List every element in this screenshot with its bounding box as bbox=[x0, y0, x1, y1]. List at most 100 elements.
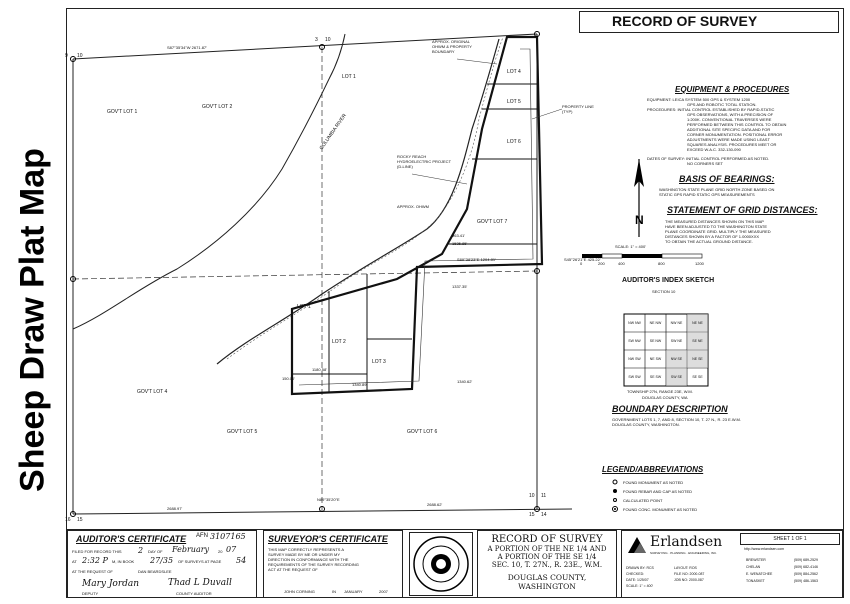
auditor-role: COUNTY AUDITOR bbox=[176, 591, 212, 596]
bearings-heading: BASIS OF BEARINGS: bbox=[679, 174, 775, 184]
company-tag: SURVEYING · PLANNING · ENGINEERING, INC. bbox=[650, 551, 717, 555]
lot-label: LOT 2 bbox=[332, 339, 346, 345]
index-cell: NE NE bbox=[692, 321, 703, 325]
boundary-heading: BOUNDARY DESCRIPTION bbox=[612, 404, 728, 414]
legend-item: FOUND MONUMENT AS NOTED bbox=[623, 480, 684, 485]
grid-line: TO OBTAIN THE ACTUAL GROUND DISTANCE. bbox=[665, 239, 753, 244]
dimension-label: 1535.85' bbox=[452, 241, 468, 246]
plat-sheet: N GOV'T LOT 1 bbox=[65, 8, 844, 598]
corner-number: 14 bbox=[541, 512, 547, 518]
scale-tick: 400 bbox=[618, 261, 625, 266]
equipment-line: PERFORMED BETWEEN THIS CONTROL TO OBTAIN bbox=[687, 122, 787, 127]
filed-page: 54 bbox=[236, 556, 247, 565]
lot-label: LOT 1 bbox=[297, 304, 311, 310]
surveyor-line: REQUIREMENTS OF THE SURVEY RECORDING bbox=[268, 562, 359, 567]
corner-number: 15 bbox=[529, 512, 535, 518]
grid-line: PLANE COORDINATE GRID. MULTIPLY THE MEAS… bbox=[665, 229, 771, 234]
monument-w-quarter bbox=[70, 276, 76, 282]
equipment-heading: EQUIPMENT & PROCEDURES bbox=[675, 85, 790, 94]
grid-text: THE MEASURED DISTANCES SHOWN ON THIS MAP… bbox=[665, 219, 840, 244]
leader-ohwm bbox=[456, 58, 498, 65]
tb-line: A PORTION OF THE NE 1/4 AND bbox=[487, 545, 607, 553]
surveyor-line: THIS MAP CORRECTLY REPRESENTS A bbox=[268, 547, 345, 552]
grid-line: THE MEASURED DISTANCES SHOWN ON THIS MAP bbox=[665, 219, 764, 224]
corner-number: 9 bbox=[65, 53, 68, 59]
approx-ohwm-label: APPROX. OHWM bbox=[397, 204, 430, 209]
deputy-signature: Mary Jordan bbox=[82, 579, 140, 589]
index-cell: NW NW bbox=[628, 321, 641, 325]
surveyor-line: SURVEY MADE BY ME OR UNDER MY bbox=[268, 552, 341, 557]
corner-number: 11 bbox=[541, 493, 547, 499]
rocky-reach-label: ROCKY REACH HYDROELECTRIC PROJECT (D-LIN… bbox=[397, 154, 451, 169]
office-phone: (509) 486-1563 bbox=[794, 579, 818, 583]
dimension-label: N89°35'20"E bbox=[317, 497, 340, 502]
office-name: E. WENATCHEE bbox=[746, 572, 773, 576]
seal-box bbox=[409, 532, 473, 596]
office-name: TONASKET bbox=[746, 579, 765, 583]
property-line-label: PROPERTY LINE (TYP) bbox=[562, 104, 594, 114]
surveyor-certificate: SURVEYOR'S CERTIFICATE THIS MAP CORRECTL… bbox=[263, 530, 403, 598]
title-block: AUDITOR'S CERTIFICATE AFN 3107165 FILED … bbox=[67, 529, 843, 598]
index-cell: SE SW bbox=[649, 375, 662, 379]
index-cell: SW NE bbox=[670, 339, 683, 343]
company-fields-2: LAYOUT: ROS FILE NO: 2000-087 JOB NO: 20… bbox=[674, 565, 704, 583]
legend-item: CALCULATED POINT bbox=[623, 498, 663, 503]
corner-number: 3 bbox=[315, 37, 318, 43]
record-title-block: RECORD OF SURVEY A PORTION OF THE NE 1/4… bbox=[477, 530, 617, 598]
afn-number: 3107165 bbox=[210, 532, 246, 541]
grid-line: HAVE BEEN ADJUSTED TO THE WASHINGTON STA… bbox=[665, 224, 768, 229]
survey-map: N bbox=[70, 31, 709, 517]
surveyor-seal-icon bbox=[413, 536, 469, 592]
surveyor-line: DIRECTION IN CONFORMANCE WITH THE bbox=[268, 557, 349, 562]
record-title: RECORD OF SURVEY bbox=[612, 13, 758, 29]
property-boundary bbox=[290, 35, 544, 396]
index-cell: SE SE bbox=[692, 375, 703, 379]
monument-e-quarter bbox=[534, 268, 540, 274]
surveyor-year: 2007 bbox=[379, 589, 388, 594]
office-phone: (509) 689-2529 bbox=[794, 558, 818, 562]
index-cell: SW SW bbox=[628, 375, 641, 379]
company-field: FILE NO: 2000-087 bbox=[674, 572, 705, 576]
equipment-line: DATES OF SURVEY: INITIAL CONTROL PERFORM… bbox=[647, 156, 770, 161]
scale-tick: 800 bbox=[658, 261, 665, 266]
company-field: DATE: 1/25/07 bbox=[626, 578, 649, 582]
company-fields: DRAWN BY: RCS CHECKED: DATE: 1/25/07 SCA… bbox=[626, 565, 654, 589]
river-bank-east bbox=[216, 38, 500, 365]
dimension-label: S45°26'21"E 425.22' bbox=[564, 257, 601, 262]
lot-label: LOT 4 bbox=[507, 69, 521, 75]
index-cell: NW NE bbox=[670, 321, 683, 325]
boundary-text: GOVERNMENT LOTS 1, 7, AND 8, SECTION 10,… bbox=[612, 417, 837, 427]
index-cell: NW SE bbox=[670, 357, 683, 361]
boundary-line: GOVERNMENT LOTS 1, 7, AND 8, SECTION 10,… bbox=[612, 417, 741, 422]
equipment-line: EXCEED W.A.C. 332-130-090 bbox=[687, 147, 741, 152]
boundary-line: DOUGLAS COUNTY, WASHINGTON. bbox=[612, 422, 680, 427]
legend-item: FOUND CONC. MONUMENT AS NOTED bbox=[623, 507, 698, 512]
index-cells: NW NW NE NW NW NE NE NE SW NW SE NW SW N… bbox=[624, 314, 708, 386]
tb-line: A PORTION OF THE SE 1/4 bbox=[497, 553, 597, 561]
index-grid bbox=[623, 313, 709, 387]
river-bank-west bbox=[72, 33, 346, 330]
dimension-label: S87°35'34"W 2671.87' bbox=[167, 45, 207, 50]
surveyor-cert-text: THIS MAP CORRECTLY REPRESENTS A SURVEY M… bbox=[268, 547, 400, 572]
ohwm-line bbox=[226, 36, 504, 360]
dimension-label: 1340.62' bbox=[457, 379, 473, 384]
leader-property-line bbox=[531, 108, 563, 120]
index-cell: NW SW bbox=[628, 357, 641, 361]
dimension-label: 1340.89' bbox=[352, 382, 368, 387]
index-township: TOWNSHIP 27N, RANGE 23E, W.M. bbox=[627, 389, 693, 394]
lot-label: LOT 1 bbox=[342, 74, 356, 80]
company-field: SCALE: 1" = 400' bbox=[626, 584, 654, 588]
monument-s-quarter bbox=[319, 506, 325, 512]
leader-rocky-reach bbox=[411, 173, 468, 185]
index-cell: SW NW bbox=[628, 339, 641, 343]
office-name: CHELAN bbox=[746, 565, 761, 569]
equipment-line: EQUIPMENT: LEICA SYSTEM 500 GPS & SYSTEM… bbox=[647, 97, 751, 102]
monument-n-quarter bbox=[319, 44, 325, 50]
index-cell: NE SE bbox=[692, 357, 703, 361]
dimension-label: 1337.35' bbox=[452, 284, 468, 289]
surveyor-month: JANUARY bbox=[344, 589, 363, 594]
equipment-text: EQUIPMENT: LEICA SYSTEM 500 GPS & SYSTEM… bbox=[647, 97, 837, 166]
dimension-label: 1180.58' bbox=[312, 367, 327, 372]
grid-heading: STATEMENT OF GRID DISTANCES: bbox=[667, 205, 818, 215]
equipment-line: NO CORNERS SET bbox=[687, 161, 724, 166]
